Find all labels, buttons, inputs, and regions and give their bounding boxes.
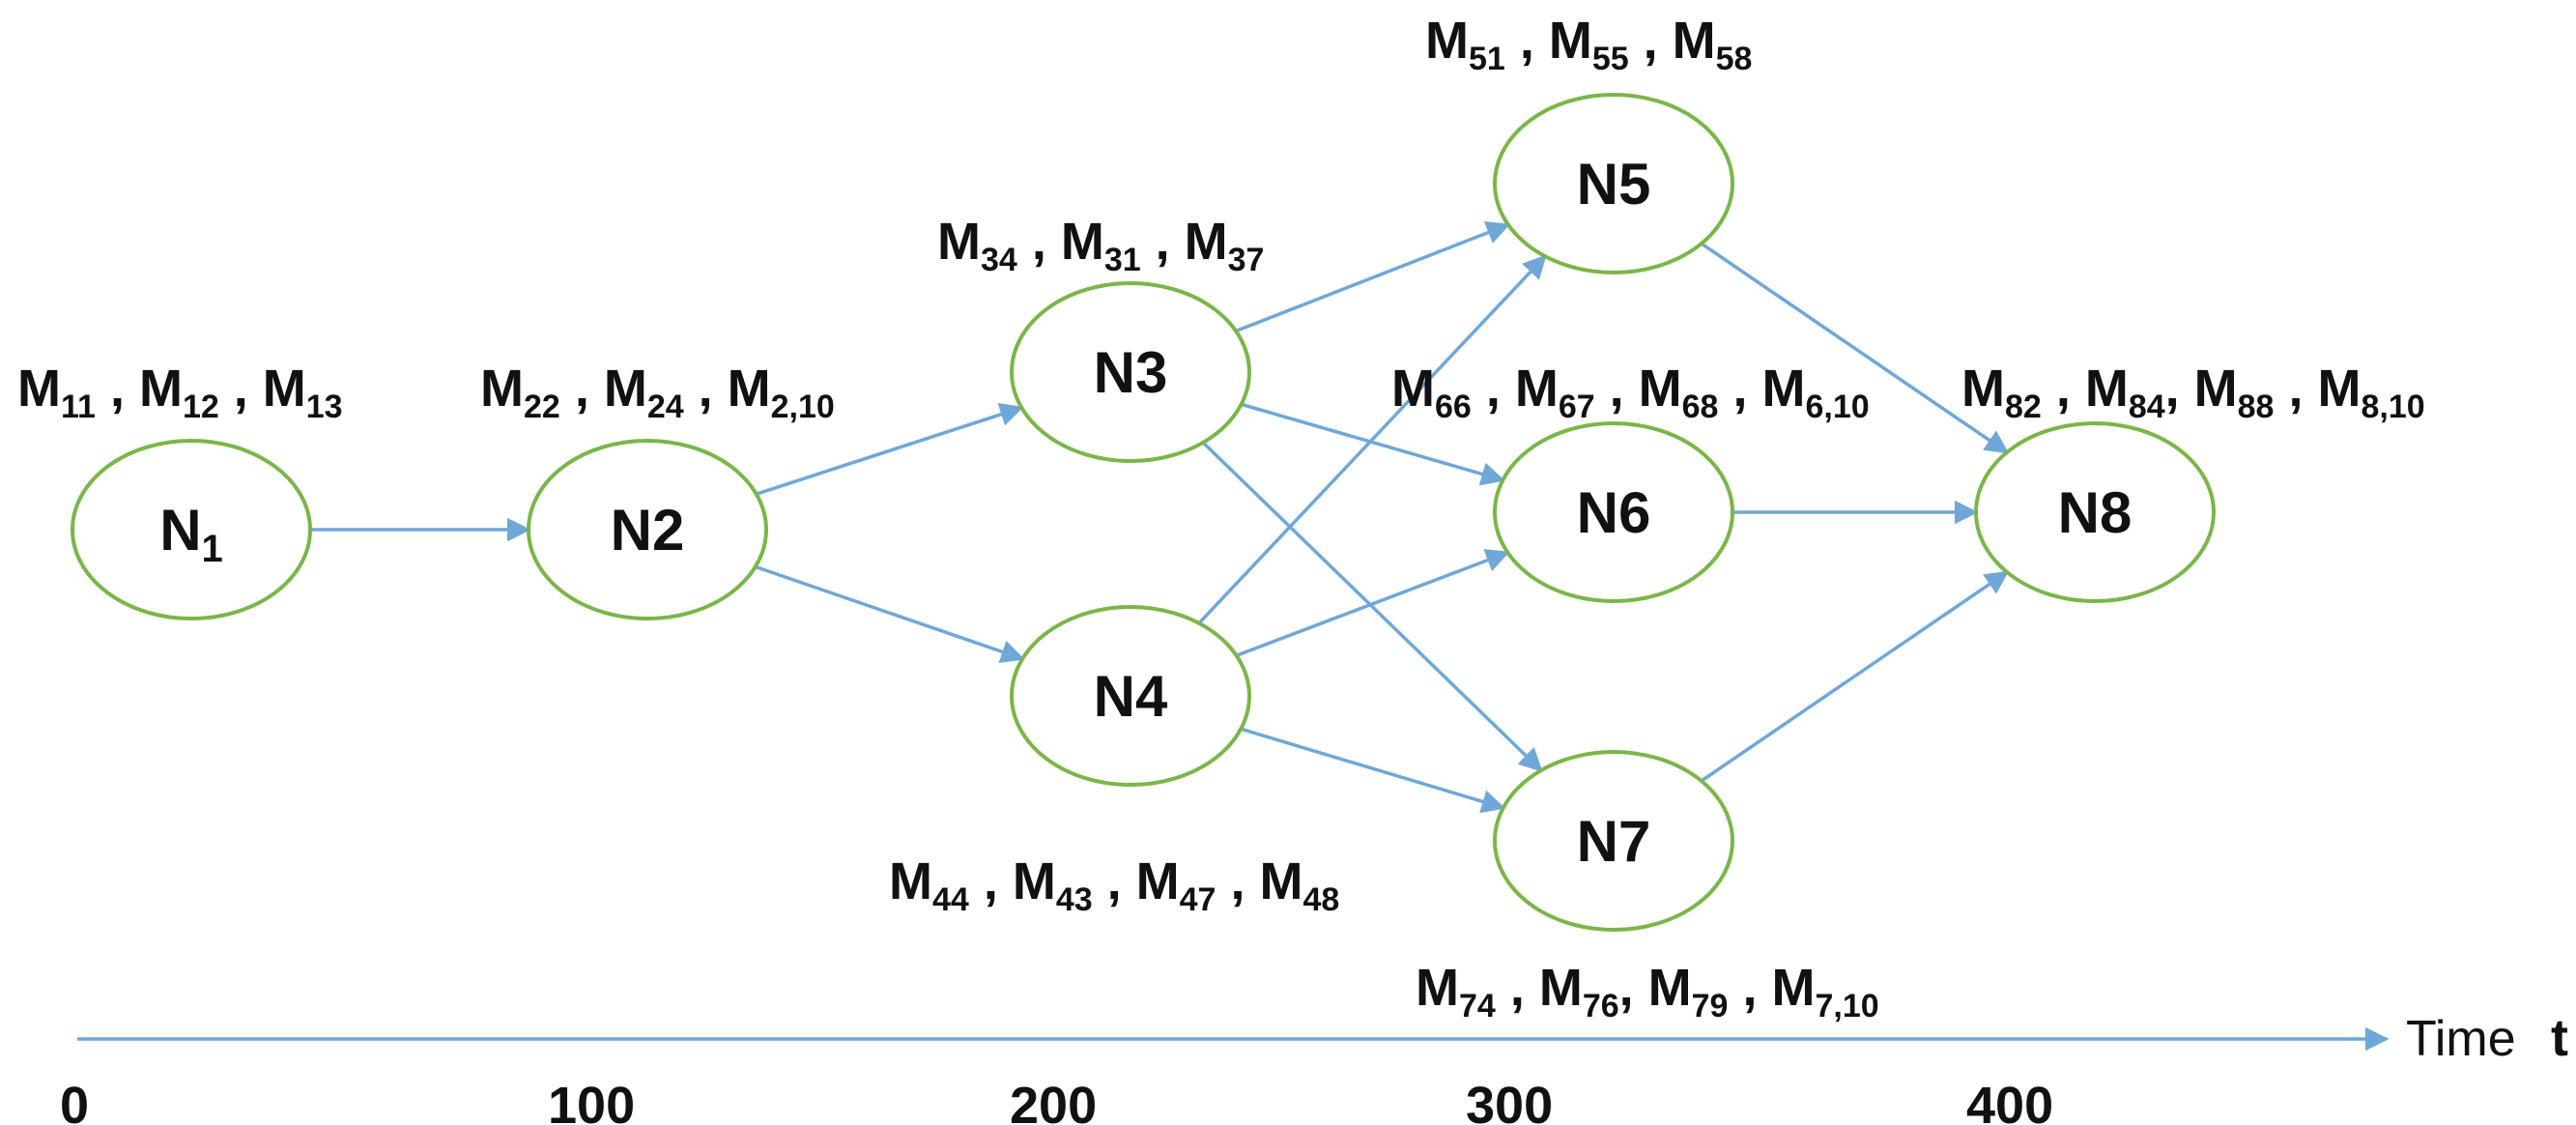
machine-label-n5: M51 , M55 , M58 xyxy=(1425,12,1752,77)
node-n6: N6 xyxy=(1493,421,1734,603)
node-label: N8 xyxy=(2058,480,2132,545)
edge-n5-n8 xyxy=(1700,242,2010,454)
node-n4: N4 xyxy=(1010,605,1251,787)
node-ellipse xyxy=(1493,421,1734,603)
node-n2: N2 xyxy=(527,439,768,620)
edge-n3-n5 xyxy=(1235,221,1511,333)
time-tick-100: 100 xyxy=(548,1077,635,1125)
edge-n4-n6 xyxy=(1236,549,1510,657)
node-ellipse xyxy=(527,439,768,620)
machine-label-n4: M44 , M43 , M47 , M48 xyxy=(889,852,1339,918)
node-ellipse xyxy=(1493,93,1734,274)
edge-n7-n8 xyxy=(1700,570,2010,783)
node-label: N6 xyxy=(1577,480,1651,545)
node-n5: N5 xyxy=(1493,93,1734,274)
time-tick-400: 400 xyxy=(1966,1077,2053,1125)
node-label: N3 xyxy=(1094,340,1168,405)
node-label: N4 xyxy=(1094,664,1168,729)
node-ellipse xyxy=(1010,281,1251,463)
machine-label-n7: M74 , M76, M79 , M7,10 xyxy=(1416,959,1879,1024)
time-tick-200: 200 xyxy=(1010,1077,1097,1125)
edge-n2-n3 xyxy=(756,402,1024,496)
node-ellipse xyxy=(1974,421,2216,603)
edge-n4-n5 xyxy=(1197,254,1547,625)
time-axis: Time t 0 100 200 300 400 xyxy=(60,1009,2568,1125)
machine-label-n6: M66 , M67 , M68 , M6,10 xyxy=(1391,360,1870,425)
node-n1: N1 xyxy=(71,439,312,620)
node-ellipse xyxy=(1010,605,1251,787)
node-label: N1 xyxy=(159,498,223,570)
edge-n4-n7 xyxy=(1240,727,1506,814)
edge-n3-n7 xyxy=(1201,441,1543,772)
node-ellipse xyxy=(1493,750,1734,932)
node-label: N2 xyxy=(611,498,685,562)
edges-layer xyxy=(310,221,2010,814)
node-ellipse xyxy=(71,439,312,620)
node-n7: N7 xyxy=(1493,750,1734,932)
node-n3: N3 xyxy=(1010,281,1251,463)
machine-label-n8: M82 , M84, M88 , M8,10 xyxy=(1961,360,2425,425)
labels-layer: M11 , M12 , M13 M22 , M24 , M2,10 M34 , M3… xyxy=(17,12,2425,1024)
machine-label-n1: M11 , M12 , M13 xyxy=(17,360,343,425)
time-tick-300: 300 xyxy=(1466,1077,1553,1125)
node-label: N5 xyxy=(1577,152,1651,216)
node-n8: N8 xyxy=(1974,421,2216,603)
time-axis-variable: t xyxy=(2551,1009,2568,1067)
time-axis-title: Time xyxy=(2406,1011,2516,1067)
edge-n2-n4 xyxy=(755,564,1025,664)
machine-label-n3: M34 , M31 , M37 xyxy=(937,213,1264,278)
time-tick-0: 0 xyxy=(60,1077,89,1125)
machine-label-n2: M22 , M24 , M2,10 xyxy=(480,360,835,425)
node-label: N7 xyxy=(1577,809,1651,874)
